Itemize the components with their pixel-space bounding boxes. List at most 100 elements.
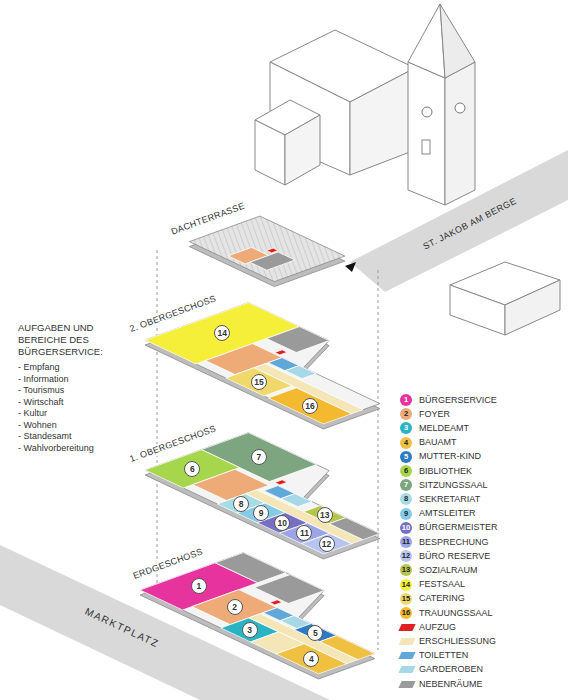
entrance-arrow — [345, 262, 356, 272]
guide-line — [378, 270, 379, 650]
callout-number: 3 — [242, 622, 258, 638]
info-item: - Wirtschaft — [18, 397, 64, 408]
legend-number: 14 — [400, 579, 412, 591]
floor-name: DACHTERRASSE — [168, 200, 248, 238]
legend-text: TOILETTEN — [419, 650, 468, 661]
floor-slab — [145, 303, 380, 424]
room — [245, 490, 363, 544]
church-spire-side — [440, 4, 475, 78]
callout-number: 14 — [214, 325, 230, 341]
room — [226, 368, 292, 396]
callout-number: 9 — [253, 505, 269, 521]
callout-number: 1 — [191, 578, 207, 594]
callout-number: 15 — [251, 374, 267, 390]
callout-number: 11 — [296, 525, 312, 541]
room — [250, 252, 295, 270]
room — [267, 327, 330, 353]
house-side — [505, 280, 560, 335]
room — [320, 636, 375, 660]
info-item: - Wohnen — [18, 420, 57, 431]
legend-text: SOZIALRAUM — [419, 565, 478, 576]
callout-number: 2 — [227, 599, 243, 615]
tower-clock — [422, 107, 432, 117]
info-item: - Kultur — [18, 408, 47, 419]
legend-text: AUFZUG — [419, 622, 456, 633]
info-item: - Empfang — [18, 362, 60, 373]
legend-swatch — [398, 652, 415, 659]
guide-line — [157, 250, 158, 585]
room — [275, 480, 288, 485]
legend-swatch — [398, 681, 415, 688]
church-tower-front — [408, 62, 445, 205]
room — [215, 553, 286, 583]
legend-text: CATERING — [419, 593, 465, 604]
info-item: - Tourismus — [18, 385, 64, 396]
legend-text: ERSCHLIESSUNG — [419, 636, 496, 647]
legend-number: 11 — [400, 536, 412, 548]
legend-number: 13 — [400, 564, 412, 576]
callout-number: 12 — [319, 536, 335, 552]
floor-name: ERDGESCHOSS — [130, 546, 206, 583]
floor-slab — [145, 433, 380, 554]
legend-number: 10 — [400, 522, 412, 534]
street-name: ST. JAKOB AM BERGE — [420, 195, 521, 253]
legend-text: BAUAMT — [419, 437, 457, 448]
legend-number: 16 — [400, 607, 412, 619]
legend-text: AMTSLEITER — [419, 508, 476, 519]
legend-swatch — [398, 624, 415, 631]
legend-swatch — [398, 666, 415, 673]
legend-text: GARDEROBEN — [419, 664, 483, 675]
legend-number: 15 — [400, 593, 412, 605]
callout-number: 7 — [251, 449, 267, 465]
floor-slab — [140, 553, 375, 674]
legend-number: 6 — [400, 465, 412, 477]
info-item: - Standesamt — [18, 431, 72, 442]
callout-number: 16 — [302, 398, 318, 414]
callout-number: 4 — [303, 651, 319, 667]
legend-number: 2 — [400, 408, 412, 420]
floor-slab-edge — [145, 438, 380, 559]
room — [254, 575, 324, 604]
legend-number: 3 — [400, 422, 412, 434]
floor-slab — [189, 216, 345, 282]
info-item: - Wahlvorbereitung — [18, 443, 94, 454]
room — [275, 350, 288, 355]
legend-number: 12 — [400, 550, 412, 562]
legend-text: BESPRECHUNG — [419, 537, 489, 548]
callout-number: 6 — [184, 461, 200, 477]
callout-number: 5 — [307, 625, 323, 641]
tower-window — [422, 140, 430, 154]
church-nave-side — [350, 68, 415, 175]
legend-number: 8 — [400, 493, 412, 505]
legend-text: BIBLIOTHEK — [419, 466, 472, 477]
room — [281, 494, 312, 507]
callout-number: 13 — [317, 507, 333, 523]
room — [270, 600, 283, 605]
legend-number: 9 — [400, 508, 412, 520]
legend-number: 7 — [400, 479, 412, 491]
callout-number: 8 — [233, 496, 249, 512]
floor-name: 2. OBERGESCHOSS — [127, 293, 220, 336]
legend-text: BÜRGERSERVICE — [419, 395, 497, 406]
legend-text: FOYER — [419, 409, 450, 420]
church-annex-side — [285, 115, 320, 185]
legend-number: 5 — [400, 451, 412, 463]
legend-text: BÜRO RESERVE — [419, 551, 490, 562]
legend-text: TRAUUNGSSAAL — [419, 608, 493, 619]
church-annex-wall — [255, 120, 285, 185]
legend-text: SITZUNGSSAAL — [419, 480, 488, 491]
info-item: - Information — [18, 374, 69, 385]
legend-number: 4 — [400, 437, 412, 449]
church-tower-side — [445, 62, 475, 205]
legend-text: BÜRGERMEISTER — [419, 522, 498, 533]
legend-number: 1 — [400, 394, 412, 406]
legend-swatch — [398, 638, 415, 645]
callout-number: 10 — [274, 515, 290, 531]
street-name: MARKTPLATZ — [81, 605, 163, 652]
legend-text: NEBENRÄUME — [419, 679, 483, 690]
floor-name: 1. OBERGESCHOSS — [127, 423, 220, 466]
room — [268, 388, 351, 424]
legend-text: MUTTER-KIND — [419, 451, 481, 462]
room — [329, 518, 380, 540]
